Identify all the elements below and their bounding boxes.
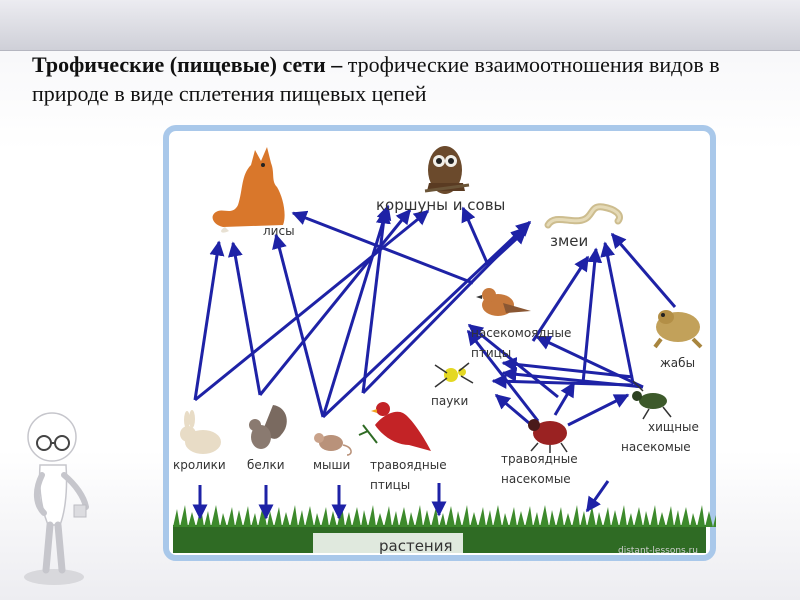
label-herbivorous-insects-line1: травоядные (501, 452, 578, 466)
diagram-frame (163, 125, 716, 561)
slide-top-bar (0, 0, 800, 51)
spider-illustration (434, 362, 474, 388)
grass-illustration (173, 505, 716, 555)
owl-illustration (424, 146, 470, 194)
food-web-figure: лисы коршуны и совы змеи насекомоядные п… (163, 125, 716, 561)
heading-definition: трофические взаимоотношения видов в прир… (32, 52, 720, 106)
label-foxes: лисы (263, 224, 295, 238)
insectivorous-bird-illustration (476, 288, 531, 316)
diagram-watermark: distant-lessons.ru (618, 546, 698, 556)
label-spiders: пауки (431, 394, 468, 408)
squirrel-illustration (249, 405, 287, 449)
fox-illustration (212, 147, 285, 233)
label-mice: мыши (313, 458, 350, 472)
snake-illustration (544, 203, 623, 229)
label-insectivorous-birds-line1: насекомоядные (471, 326, 571, 340)
label-toads: жабы (660, 356, 695, 370)
herbivorous-bird-illustration (358, 402, 431, 451)
label-herbivorous-birds-line2: птицы (370, 478, 410, 492)
predatory-insect-illustration (632, 380, 672, 420)
food-web-diagram: лисы коршуны и совы змеи насекомоядные п… (163, 125, 716, 561)
label-rabbits: кролики (173, 458, 226, 472)
label-kites-and-owls: коршуны и совы (376, 196, 505, 214)
label-herbivorous-birds-line1: травоядные (370, 458, 447, 472)
label-snakes: змеи (550, 232, 588, 250)
label-predatory-insects-line1: хищные (648, 420, 699, 434)
mouse-illustration (314, 433, 352, 456)
label-predatory-insects-line2: насекомые (621, 440, 691, 454)
rabbit-illustration (180, 410, 221, 454)
food-web-arrows (192, 204, 677, 520)
label-squirrels: белки (247, 458, 285, 472)
label-plants: растения (379, 537, 453, 555)
heading-term: Трофические (пищевые) сети – (32, 52, 343, 77)
toad-illustration (653, 310, 703, 349)
label-herbivorous-insects-line2: насекомые (501, 472, 571, 486)
label-insectivorous-birds-line2: птицы (471, 346, 511, 360)
presenter-figure-illustration (14, 405, 94, 595)
herbivorous-insect-illustration (528, 419, 568, 453)
slide-heading: Трофические (пищевые) сети – трофические… (32, 50, 782, 108)
